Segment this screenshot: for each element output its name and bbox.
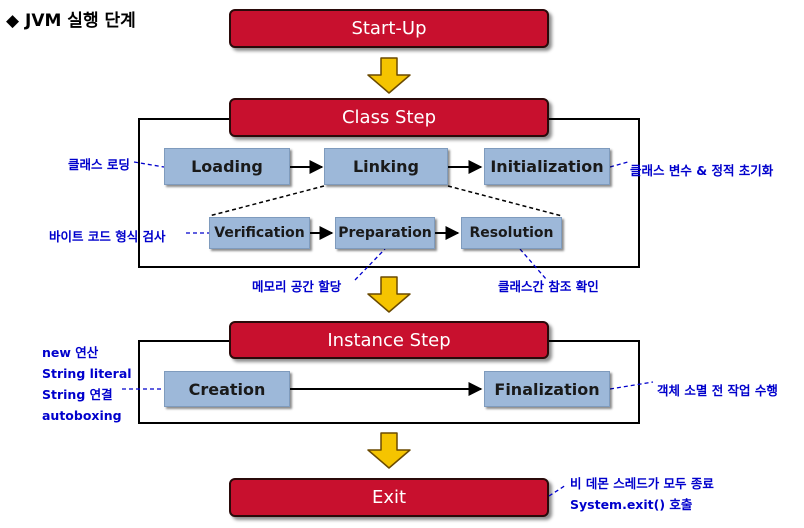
- class-step-stage: Class Step: [229, 98, 549, 137]
- creation-note-list: new 연산 String literal String 연결 autoboxi…: [42, 342, 132, 426]
- down-arrow-icon: [367, 432, 411, 469]
- resolution-note: 클래스간 참조 확인: [498, 279, 599, 294]
- startup-stage: Start-Up: [229, 9, 549, 48]
- preparation-note: 메모리 공간 할당: [252, 279, 342, 294]
- creation-note-item: String literal: [42, 366, 132, 381]
- exit-stage: Exit: [229, 478, 549, 517]
- exit-note-list: 비 데몬 스레드가 모두 종료 System.exit() 호출: [570, 473, 714, 515]
- page-title: ◆ JVM 실행 단계: [6, 11, 136, 31]
- creation-note-item: autoboxing: [42, 408, 122, 423]
- initialization-box: Initialization: [484, 148, 610, 185]
- creation-note-item: new 연산: [42, 345, 99, 360]
- finalization-note: 객체 소멸 전 작업 수행: [657, 383, 778, 398]
- creation-note-item: String 연결: [42, 387, 113, 402]
- loading-note: 클래스 로딩: [68, 157, 130, 172]
- exit-note-item: 비 데몬 스레드가 모두 종료: [570, 476, 714, 491]
- preparation-box: Preparation: [335, 217, 435, 249]
- loading-box: Loading: [164, 148, 290, 185]
- initialization-note: 클래스 변수 & 정적 초기화: [630, 163, 774, 178]
- verification-box: Verification: [209, 217, 310, 249]
- down-arrow-icon: [367, 276, 411, 313]
- flow-arrow-icons: [367, 57, 411, 469]
- finalization-box: Finalization: [484, 371, 610, 407]
- linking-box: Linking: [324, 148, 448, 185]
- down-arrow-icon: [367, 57, 411, 94]
- creation-box: Creation: [164, 371, 290, 407]
- verification-note: 바이트 코드 형식 검사: [49, 229, 166, 244]
- resolution-box: Resolution: [461, 217, 562, 249]
- instance-step-stage: Instance Step: [229, 321, 549, 359]
- exit-note-item: System.exit() 호출: [570, 497, 693, 512]
